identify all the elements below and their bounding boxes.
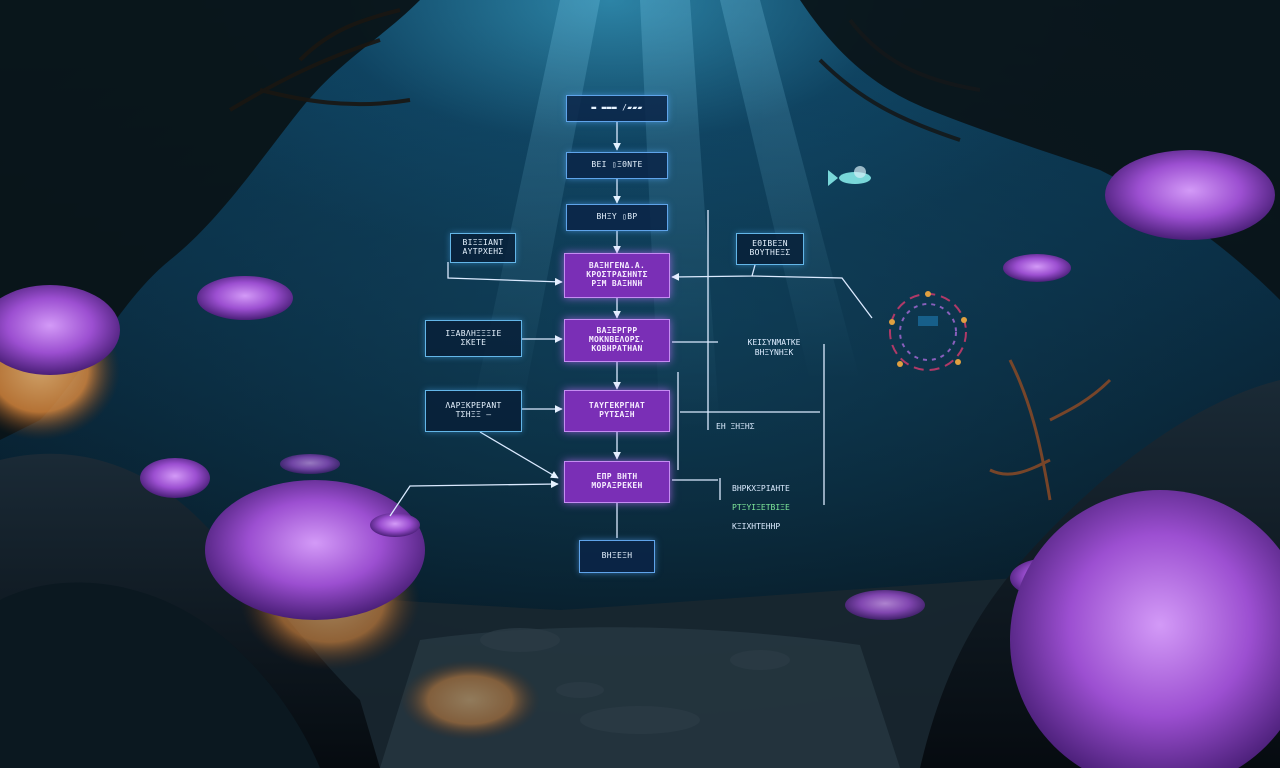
- flow-node-8: ΒΗΞΕΞΗ: [579, 540, 655, 573]
- flow-node-7: ΕΠΡ ΒΗΤΗ ΜΟΡΑΞΡΕΚΕΗ: [564, 461, 670, 503]
- molecule-ring-icon: [889, 291, 967, 371]
- flow-node-left-low: ΛΑΡΞΚΡΕΡΑΝΤ ΤΣΗΞΞ —: [425, 390, 522, 432]
- annotation-right-3: ΒΗΡΚΧΞΡΙΑΗΤΕ ΡΤΞΥΙΞΕΤΒΙΞΕ ΚΞΙΧΗΤΕΗΗΡ: [732, 474, 824, 532]
- fish: [828, 166, 871, 186]
- purple-corals: [0, 150, 1280, 768]
- flow-node-1: ▬ ▬▬▬ /▰▰▰: [566, 95, 668, 122]
- flow-node-right-top: ΕΘΙΒΕΞΝ ΒΟΥΤΗΕΞΣ: [736, 233, 804, 265]
- annotation-right-2: ΕΗ ΞΗΞΗΣ: [716, 422, 755, 431]
- flow-node-3: ΒΗΞΥ ▯ΒΡ: [566, 204, 668, 231]
- annotation-right-3-line-1: ΒΗΡΚΧΞΡΙΑΗΤΕ: [732, 483, 790, 493]
- flow-node-2: ΒΕΙ ▯ΞΘΝΤΕ: [566, 152, 668, 179]
- flow-node-6: ΤΑΥΓΕΚΡΓΗΑΤ ΡΥΤΣΑΞΗ: [564, 390, 670, 432]
- annotation-right-3-line-2: ΡΤΞΥΙΞΕΤΒΙΞΕ: [732, 502, 790, 512]
- annotation-right-3-line-3: ΚΞΙΧΗΤΕΗΗΡ: [732, 521, 781, 531]
- flow-node-left-top: ΒΙΞΞΙΑΝΤ ΑΥΤΡΧΕΗΣ: [450, 233, 516, 263]
- flow-node-5: ΒΑΞΕΡΓΡΡ ΜΟΚΝΒΕΛΟΡΣ. ΚΟΒΗΡΑΤΗΑΝ: [564, 319, 670, 362]
- flow-node-4: ΒΑΞΗΓΕΝΔ.Α. ΚΡΟΣΤΡΑΣΗΝΤΣ ΡΞΜ ΒΑΞΗΝΗ: [564, 253, 670, 298]
- annotation-right-1: ΚΕΙΣΥΝΜΑΤΚΕ ΒΗΞΥΝΗΞΚ: [747, 338, 801, 357]
- flow-node-left-mid: ΙΞΑΒΛΗΞΞΞΙΕ ΣΚΕΤΕ: [425, 320, 522, 357]
